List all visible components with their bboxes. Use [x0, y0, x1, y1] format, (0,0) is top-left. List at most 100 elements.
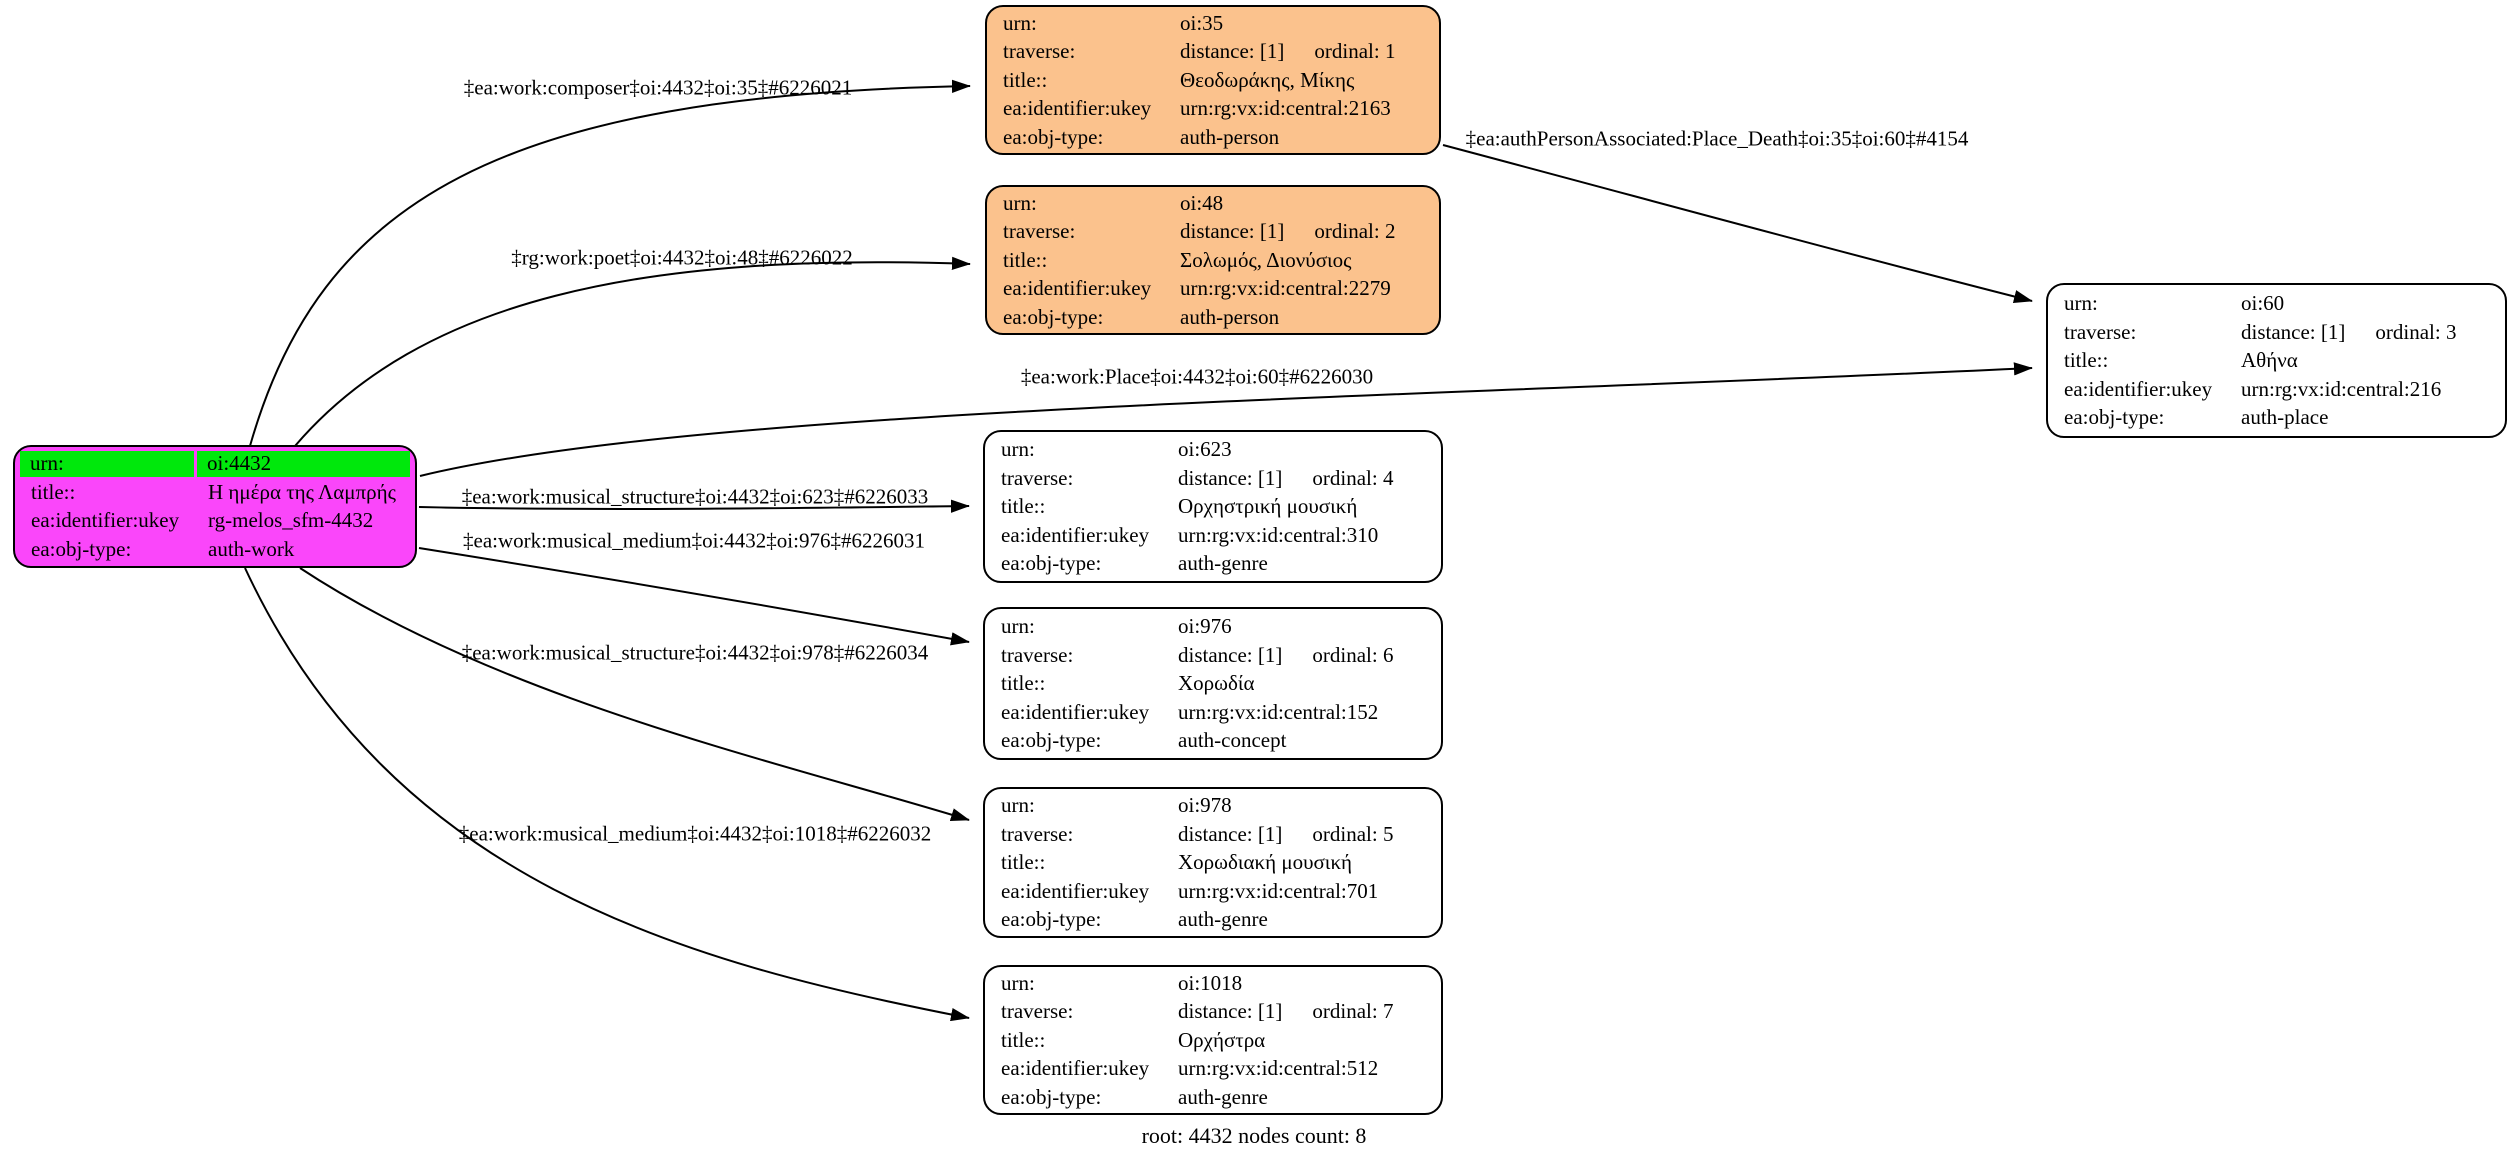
row-key: traverse:	[1001, 821, 1074, 846]
edge-work-place	[419, 362, 2033, 477]
graph-node-oi4432-root-work: urn: oi:4432 title:: Η ημέρα της Λαμπρής…	[13, 445, 417, 568]
node-row-traverse: traverse: distance: [1]ordinal: 1	[987, 37, 1439, 66]
row-value: oi:623	[1178, 437, 1232, 461]
traverse-ordinal: ordinal: 2	[1314, 219, 1396, 243]
node-row-urn: urn: oi:48	[987, 189, 1439, 218]
node-row-urn: urn: oi:978	[985, 791, 1441, 820]
node-row-urn: urn: oi:623	[985, 435, 1441, 464]
row-key: ea:obj-type:	[1001, 907, 1102, 931]
node-row-title: title:: Αθήνα	[2048, 346, 2505, 375]
traverse-ordinal: ordinal: 1	[1314, 39, 1396, 63]
row-key: title::	[1001, 850, 1046, 874]
node-row-obj-type: ea:obj-type: auth-person	[987, 303, 1439, 332]
row-value: distance: [1]ordinal: 1	[1170, 41, 1433, 62]
node-row-traverse: traverse: distance: [1]ordinal: 7	[985, 997, 1441, 1026]
row-value: auth-place	[2241, 405, 2329, 429]
node-row-obj-type: ea:obj-type: auth-concept	[985, 726, 1441, 755]
node-row-obj-type: ea:obj-type: auth-work	[15, 535, 415, 564]
node-row-urn: urn: oi:1018	[985, 969, 1441, 998]
node-row-urn: urn: oi:35	[987, 9, 1439, 38]
node-row-identifier: ea:identifier:ukey urn:rg:vx:id:central:…	[985, 521, 1441, 550]
node-row-title: title:: Ορχηστρική μουσική	[985, 492, 1441, 521]
edge-composer	[249, 79, 971, 447]
graph-node-oi623-genre: urn: oi:623 traverse: distance: [1]ordin…	[983, 430, 1443, 583]
row-value: auth-work	[208, 536, 295, 561]
traverse-distance: distance: [1]	[1178, 999, 1283, 1023]
row-value: oi:35	[1180, 10, 1224, 35]
traverse-distance: distance: [1]	[1178, 465, 1283, 490]
row-key: traverse:	[1001, 999, 1074, 1023]
row-value: urn:rg:vx:id:central:310	[1178, 522, 1379, 547]
row-value: auth-person	[1180, 304, 1280, 329]
node-row-title: title:: Χορωδία	[985, 669, 1441, 698]
node-row-title: title:: Ορχήστρα	[985, 1026, 1441, 1055]
graph-caption: root: 4432 nodes count: 8	[1141, 1123, 1367, 1148]
node-row-obj-type: ea:obj-type: auth-genre	[985, 1083, 1441, 1112]
row-key: urn:	[20, 450, 194, 477]
node-row-identifier: ea:identifier:ukey urn:rg:vx:id:central:…	[987, 94, 1439, 123]
graph-node-oi1018-genre: urn: oi:1018 traverse: distance: [1]ordi…	[983, 965, 1443, 1115]
edge-musical-structure-978	[299, 567, 970, 822]
graph-node-oi978-genre: urn: oi:978 traverse: distance: [1] ordin…	[983, 787, 1443, 938]
row-key: urn:	[1001, 437, 1035, 461]
row-key: ea:obj-type:	[1001, 728, 1102, 752]
row-value: auth-genre	[1178, 551, 1268, 575]
node-row-traverse: traverse: distance: [1]ordinal: 3	[2048, 318, 2505, 347]
row-value: rg-melos_sfm-4432	[208, 508, 374, 533]
row-key: ea:identifier:ukey	[2064, 376, 2213, 401]
traverse-ordinal: ordinal: 5	[1312, 821, 1394, 846]
row-key: title::	[1001, 494, 1046, 518]
edge-label-work-place: ‡ea:work:Place‡oi:4432‡oi:60‡#6226030	[1020, 364, 1374, 389]
row-key: title::	[1003, 67, 1048, 92]
node-row-identifier: ea:identifier:ukey urn:rg:vx:id:central:…	[987, 274, 1439, 303]
row-key: ea:obj-type:	[1003, 124, 1104, 149]
row-value: Ορχηστρική μουσική	[1178, 494, 1358, 518]
node-row-title: title:: Θεοδωράκης, Μίκης	[987, 66, 1439, 95]
row-value: Χορωδία	[1178, 671, 1255, 695]
traverse-distance: distance: [1]	[1178, 642, 1283, 667]
node-row-title: title:: Η ημέρα της Λαμπρής	[15, 478, 415, 507]
row-value: auth-concept	[1178, 728, 1287, 752]
row-key: title::	[2064, 348, 2109, 372]
row-value: oi:4432	[197, 450, 410, 477]
row-value: oi:60	[2241, 291, 2285, 315]
row-value: distance: [1] ordinal: 4	[1168, 465, 1435, 490]
row-key: urn:	[1003, 10, 1037, 35]
row-key: ea:obj-type:	[2064, 405, 2165, 429]
edge-label-musical-medium-976: ‡ea:work:musical_medium‡oi:4432‡oi:976‡#…	[463, 528, 925, 553]
row-key: title::	[31, 479, 76, 504]
row-value: urn:rg:vx:id:central:2279	[1180, 276, 1391, 300]
node-row-traverse: traverse: distance: [1]ordinal: 6	[985, 641, 1441, 670]
row-key: traverse:	[1003, 39, 1076, 63]
row-value: oi:976	[1178, 614, 1232, 638]
row-key: urn:	[1003, 190, 1037, 215]
row-value: urn:rg:vx:id:central:701	[1178, 878, 1379, 903]
row-key: urn:	[1001, 614, 1035, 638]
row-value: auth-person	[1180, 124, 1280, 149]
traverse-ordinal: ordinal: 3	[2375, 319, 2457, 344]
row-key: urn:	[1001, 970, 1035, 995]
node-row-identifier: ea:identifier:ukey rg-melos_sfm-4432	[15, 507, 415, 536]
node-row-identifier: ea:identifier:ukey urn:rg:vx:id:central:…	[985, 1054, 1441, 1083]
node-row-title: title:: Χορωδιακή μουσική	[985, 848, 1441, 877]
node-row-obj-type: ea:obj-type: auth-place	[2048, 403, 2505, 432]
row-key: traverse:	[1001, 642, 1074, 667]
edge-label-musical-structure-623: ‡ea:work:musical_structure‡oi:4432‡oi:62…	[461, 484, 929, 509]
node-row-traverse: traverse: distance: [1]ordinal: 4	[985, 464, 1441, 493]
row-value: Η ημέρα της Λαμπρής	[208, 479, 396, 504]
node-row-identifier: ea:identifier:ukey urn:rg:vx:id:central:…	[985, 877, 1441, 906]
row-key: ea:identifier:ukey	[1003, 276, 1152, 300]
row-key: ea:identifier:ukey	[1003, 96, 1152, 120]
traverse-distance: distance: [1]	[1178, 821, 1283, 846]
node-row-traverse: traverse: distance: [1]ordinal: 2	[987, 217, 1439, 246]
traverse-ordinal: ordinal: 4	[1312, 465, 1394, 490]
edge-label-musical-structure-978: ‡ea:work:musical_structure‡oi:4432‡oi:97…	[461, 640, 929, 665]
row-value: Θεοδωράκης, Μίκης	[1180, 67, 1355, 92]
row-value: urn:rg:vx:id:central:512	[1178, 1056, 1379, 1080]
node-row-urn: urn: oi:4432	[15, 450, 415, 479]
row-key: ea:identifier:ukey	[1001, 878, 1150, 903]
edge-label-musical-medium-1018: ‡ea:work:musical_medium‡oi:4432‡oi:1018‡…	[458, 821, 932, 846]
edge-musical-structure-623	[418, 499, 970, 513]
